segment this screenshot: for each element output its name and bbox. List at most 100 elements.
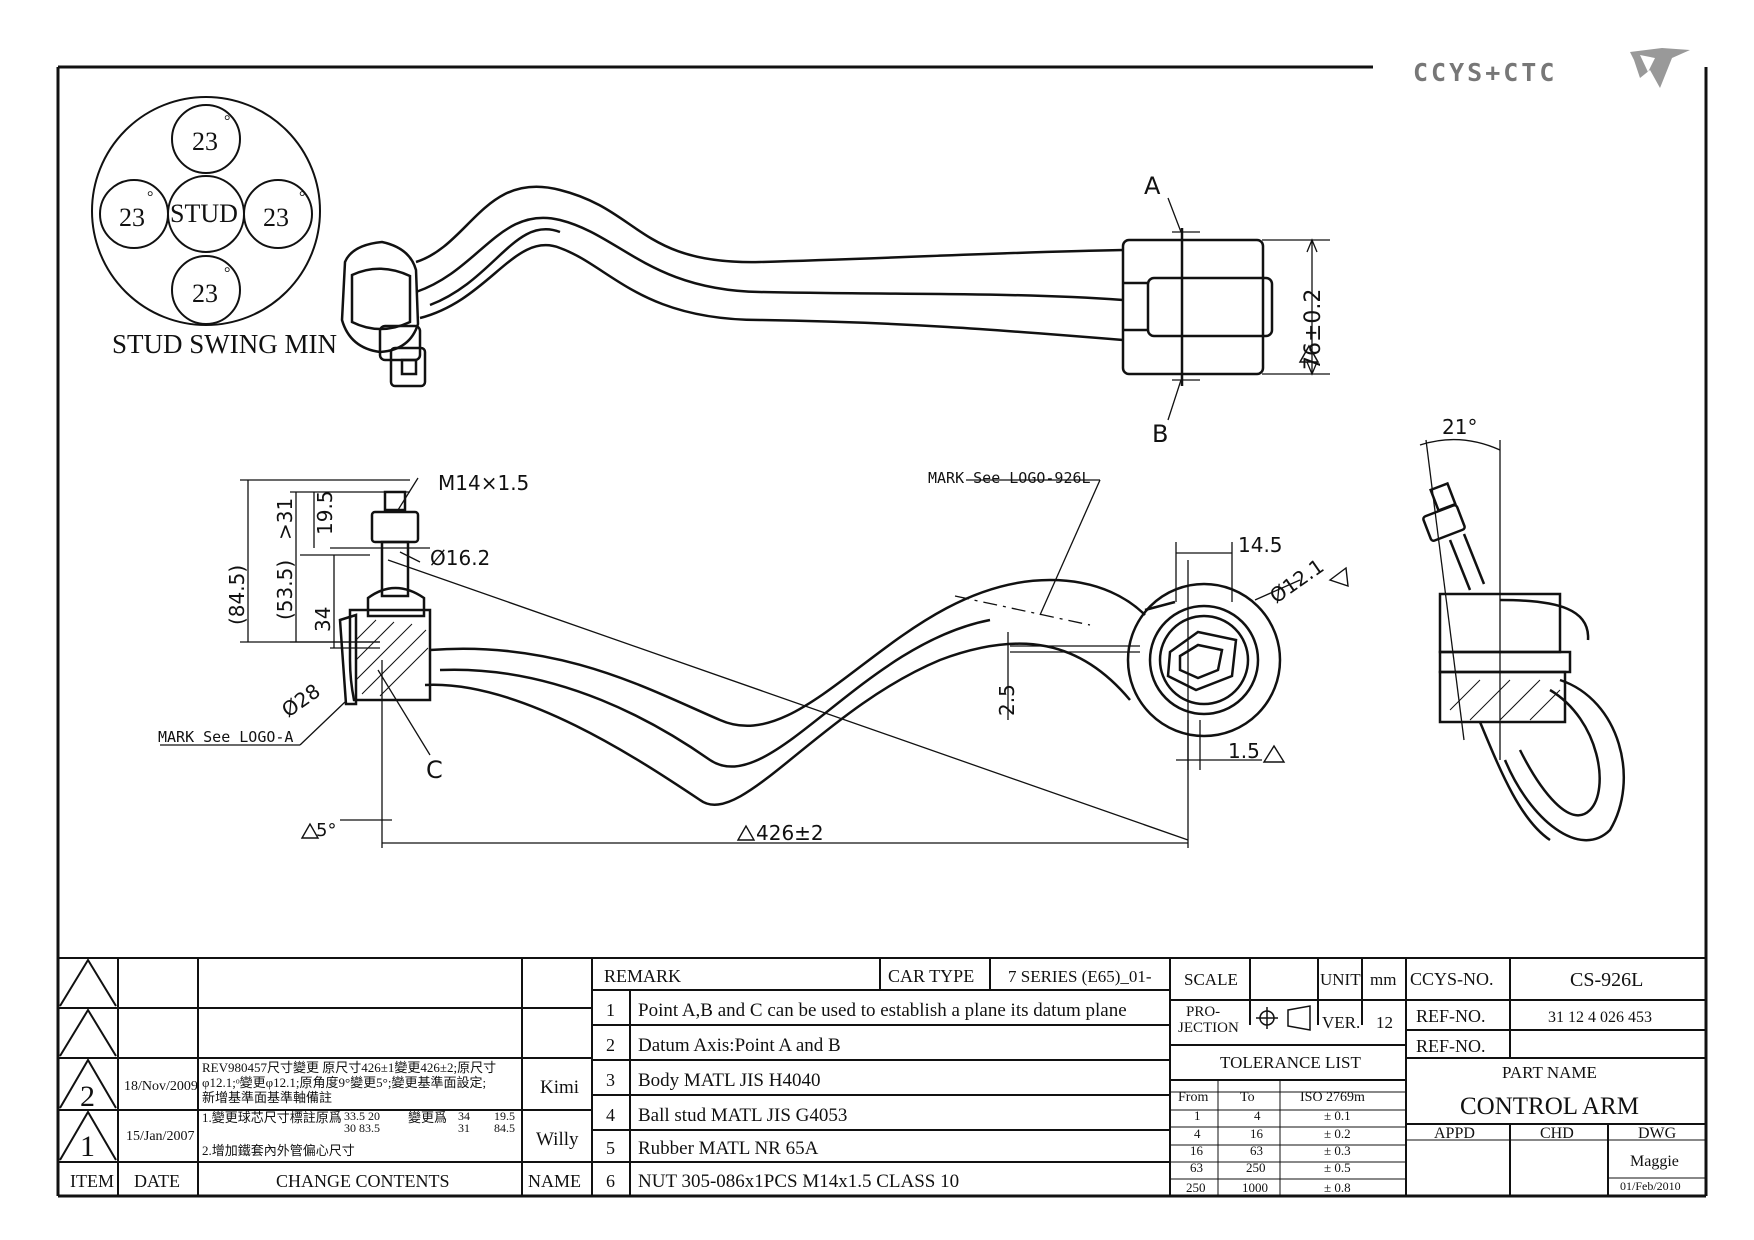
dim-84-5: (84.5): [225, 565, 249, 625]
part-name-label: PART NAME: [1502, 1063, 1597, 1082]
dim-1-5: 1.5: [1228, 739, 1260, 763]
dim-14-5: 14.5: [1238, 533, 1283, 557]
revision-1-vals-e: 19.5: [494, 1109, 515, 1123]
remark-1-num: 1: [606, 1000, 615, 1020]
tol-row-4-tol: ± 0.5: [1324, 1160, 1351, 1175]
revision-2-line1: REV980457尺寸變更 原尺寸426±1變更426±2;原尺寸: [202, 1060, 496, 1075]
remark-2-num: 2: [606, 1035, 615, 1055]
mark-logo-926l: MARK See LOGO-926L: [928, 469, 1091, 487]
swing-right-value: 23: [263, 203, 289, 232]
tol-row-2-from: 4: [1194, 1126, 1201, 1141]
header-change-contents: CHANGE CONTENTS: [276, 1171, 450, 1191]
datum-triangle-icon: [1298, 344, 1320, 363]
header-name: NAME: [528, 1171, 581, 1191]
datum-triangle-icon: [736, 824, 756, 841]
ref-no-1-label: REF-NO.: [1416, 1006, 1486, 1026]
scale-label: SCALE: [1184, 970, 1238, 989]
swing-left-degree: °: [147, 189, 153, 206]
mark-logo-a: MARK See LOGO-A: [158, 728, 293, 746]
side-angle: 21°: [1442, 415, 1477, 439]
dim-16-2: Ø16.2: [430, 546, 490, 570]
projection-line1: PRO-: [1186, 1004, 1220, 1020]
remark-6-num: 6: [606, 1171, 615, 1191]
front-view: M14×1.5 (84.5) (53.5) >31 19.5 34 Ø16.2 …: [158, 469, 1349, 848]
remark-4-text: Ball stud MATL JIS G4053: [638, 1105, 847, 1126]
revision-1-vals-b: 30 83.5: [344, 1121, 380, 1135]
revision-1-line2: 2.增加鐵套內外管偏心尺寸: [202, 1143, 355, 1158]
swing-left-value: 23: [119, 203, 145, 232]
tol-row-3-from: 16: [1190, 1143, 1204, 1158]
remark-6-text: NUT 305-086x1PCS M14x1.5 CLASS 10: [638, 1171, 959, 1192]
point-c-label: C: [426, 756, 443, 784]
dim-53-5: (53.5): [273, 560, 297, 620]
revision-2-line3: 新增基準面基準軸備註: [202, 1090, 332, 1105]
revision-2-name: Kimi: [540, 1077, 579, 1098]
dim-28: Ø28: [277, 679, 325, 722]
revision-1-vals-a: 33.5 20: [344, 1109, 380, 1123]
revision-1-vals-d: 31: [458, 1121, 470, 1135]
car-type-value: 7 SERIES (E65)_01-: [1008, 967, 1152, 986]
ver-label: VER.: [1322, 1013, 1360, 1032]
remark-2-text: Datum Axis:Point A and B: [638, 1035, 841, 1056]
unit-label: UNIT: [1320, 970, 1361, 989]
part-name: CONTROL ARM: [1460, 1093, 1639, 1120]
remark-4-num: 4: [606, 1105, 615, 1125]
tol-row-5-to: 1000: [1242, 1180, 1268, 1195]
angle-5: 5°: [316, 820, 336, 841]
side-view: 21°: [1419, 415, 1625, 842]
revision-1-item: 1: [80, 1130, 95, 1163]
tol-std-header: ISO 2769m: [1300, 1090, 1365, 1105]
revision-triangles: [59, 958, 117, 1161]
stud-swing-label: STUD SWING MIN: [112, 329, 337, 359]
dim-31: >31: [273, 498, 297, 540]
sheet-border: [56, 65, 1708, 1198]
tol-row-2-to: 16: [1250, 1126, 1264, 1141]
title-block: 2 18/Nov/2009 REV980457尺寸變更 原尺寸426±1變更42…: [58, 957, 1706, 1196]
revision-1-vals-f: 84.5: [494, 1121, 515, 1135]
projection-line2: JECTION: [1178, 1020, 1239, 1036]
point-a-label: A: [1144, 172, 1161, 200]
revision-2-line2: φ12.1;ᵒ變更φ12.1;原角度9°變更5°;變更基準面設定;: [202, 1075, 486, 1090]
remark-5-num: 5: [606, 1138, 615, 1158]
tol-row-2-tol: ± 0.2: [1324, 1126, 1351, 1141]
revision-1-vals-c: 34: [458, 1109, 470, 1123]
chd-label: CHD: [1540, 1125, 1574, 1142]
ccys-no-value: CS-926L: [1570, 969, 1643, 991]
datum-triangle-icon: [300, 822, 320, 839]
tol-row-1-to: 4: [1254, 1108, 1261, 1123]
datum-triangle-icon: [1262, 744, 1286, 763]
tol-from-header: From: [1178, 1090, 1208, 1105]
car-type-label: CAR TYPE: [888, 966, 974, 986]
tol-row-4-to: 250: [1246, 1160, 1266, 1175]
tol-row-4-from: 63: [1190, 1160, 1203, 1175]
tol-row-5-from: 250: [1186, 1180, 1206, 1195]
unit-value: mm: [1370, 970, 1396, 989]
dim-12-1: Ø12.1: [1265, 554, 1328, 608]
swing-top-value: 23: [192, 127, 218, 156]
logo-emblem-icon: [1630, 48, 1690, 88]
remark-header: REMARK: [604, 966, 681, 986]
swing-center-label: STUD: [170, 199, 238, 228]
ref-no-1-value: 31 12 4 026 453: [1548, 1009, 1652, 1026]
tol-to-header: To: [1240, 1090, 1255, 1105]
ccys-no-label: CCYS-NO.: [1410, 969, 1494, 989]
dim-19-5: 19.5: [313, 490, 337, 535]
remark-5-text: Rubber MATL NR 65A: [638, 1138, 819, 1159]
company-logo: CCYS+CTC: [1413, 48, 1690, 88]
appd-label: APPD: [1434, 1125, 1475, 1142]
datum-triangle-icon: [1328, 566, 1349, 588]
ver-value: 12: [1376, 1013, 1393, 1032]
header-date: DATE: [134, 1171, 180, 1191]
dwg-label: DWG: [1638, 1125, 1677, 1142]
ref-no-2-label: REF-NO.: [1416, 1036, 1486, 1056]
overall-length: 426±2: [756, 821, 824, 845]
tol-row-1-tol: ± 0.1: [1324, 1108, 1351, 1123]
tolerance-title: TOLERANCE LIST: [1220, 1053, 1361, 1072]
width-dimension: 76±0.2: [1301, 289, 1326, 370]
drawer-name: Maggie: [1630, 1153, 1679, 1170]
projection-symbol-icon: [1256, 1005, 1311, 1031]
remark-3-text: Body MATL JIS H4040: [638, 1070, 820, 1091]
tol-row-3-tol: ± 0.3: [1324, 1143, 1351, 1158]
header-item: ITEM: [70, 1171, 114, 1191]
dim-34: 34: [311, 607, 335, 632]
